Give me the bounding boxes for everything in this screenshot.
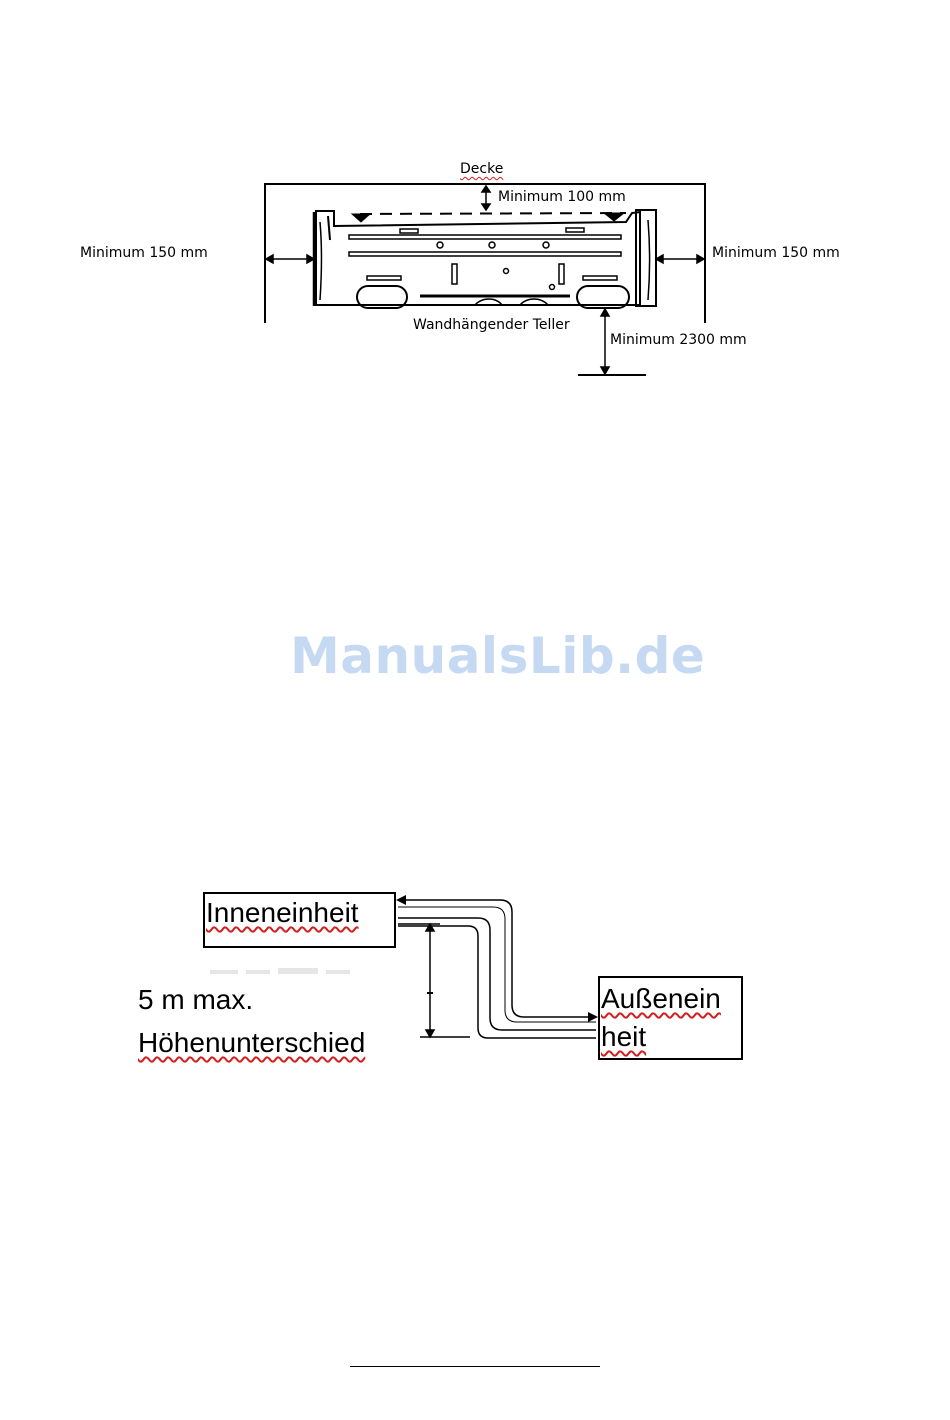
indoor-unit-box: Inneneinheit (203, 892, 396, 948)
footer-rule (350, 1366, 600, 1367)
outdoor-unit-box: Außenein heit (598, 976, 743, 1060)
indoor-unit-label: Inneneinheit (206, 896, 359, 930)
refrigerant-pipes (398, 900, 596, 1038)
outdoor-unit-label-line1: Außenein (601, 982, 721, 1016)
height-diff-label-line1: 5 m max. (138, 983, 253, 1017)
ghost-text-artifact (210, 968, 350, 974)
height-diff-label-line2: Höhenunterschied (138, 1026, 365, 1060)
pipe-arrows (396, 895, 598, 1022)
height-dimension (398, 924, 470, 1037)
outdoor-unit-label-line2: heit (601, 1020, 646, 1054)
